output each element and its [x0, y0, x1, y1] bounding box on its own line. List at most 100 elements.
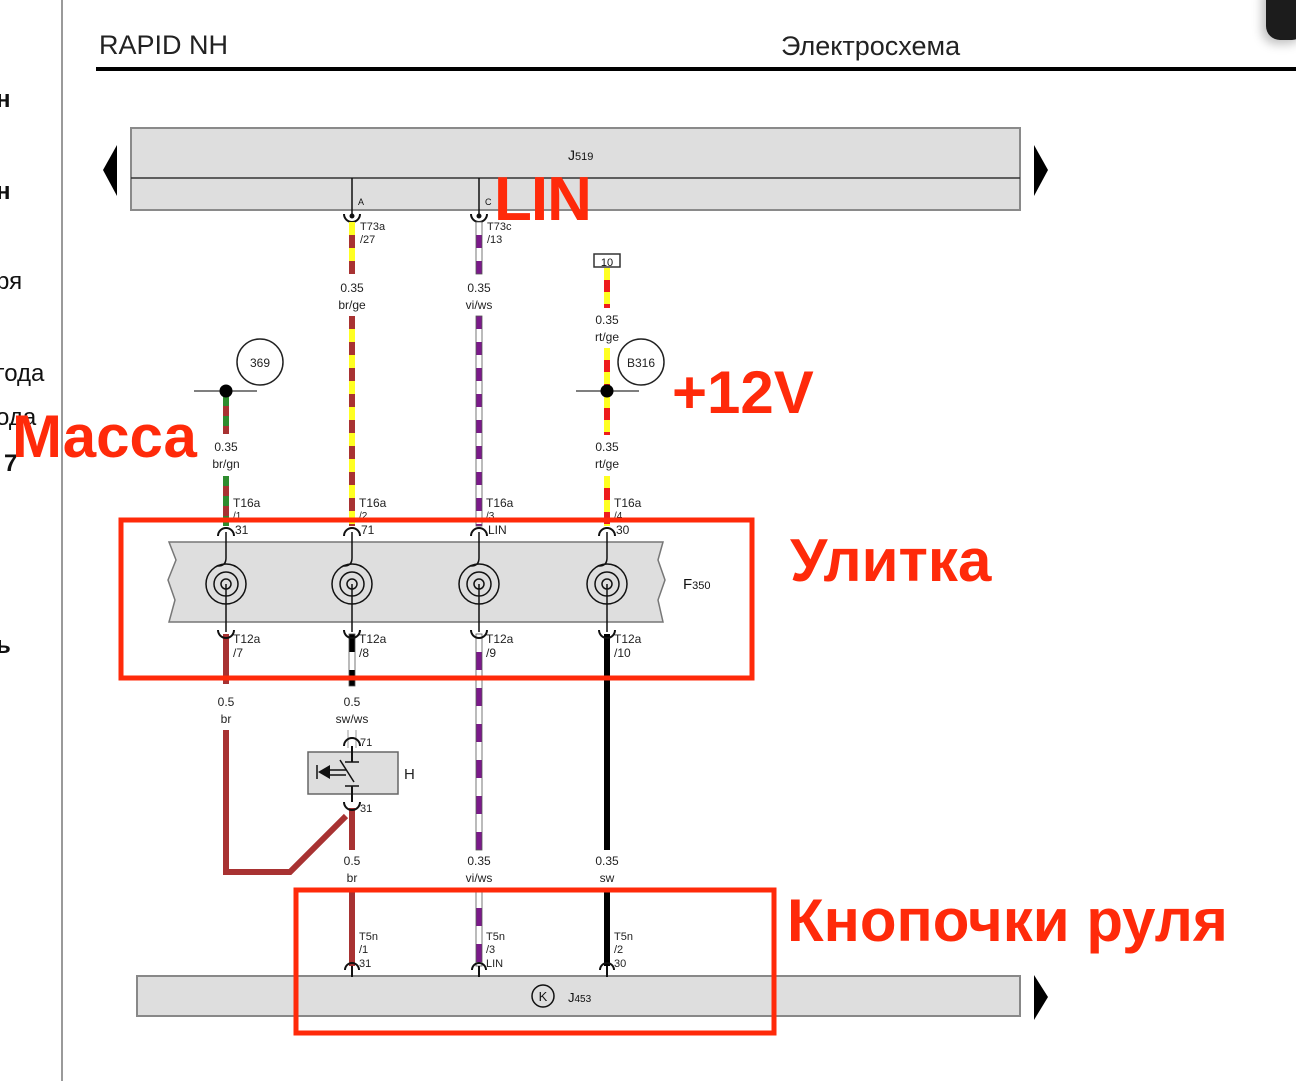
svg-text:0.35: 0.35 — [595, 313, 619, 327]
wire-br-horn — [349, 808, 355, 850]
connector-cap — [343, 527, 361, 537]
pin-number-label: /10 — [614, 646, 631, 660]
highlight-box-wheel-buttons — [293, 887, 777, 1036]
f350-pin-labels: T16a/131T16a/271T16a/3LINT16a/430T12a/7T… — [233, 496, 642, 660]
connector-cap — [344, 962, 360, 971]
svg-text:0.35: 0.35 — [467, 281, 491, 295]
svg-text:br/gn: br/gn — [212, 457, 239, 471]
horn-switch-label: H — [404, 766, 415, 783]
wire-rt-ge-fuse — [604, 268, 610, 308]
j519-letter: J — [568, 147, 575, 163]
wire-label-br-mid: 0.5 br — [218, 695, 235, 726]
f350-number: 350 — [692, 580, 710, 592]
sidebar-fragment: ь — [0, 632, 11, 660]
pin-connector-label: T12a — [486, 632, 514, 646]
wire-br-gn-top — [223, 396, 229, 434]
sidebar-fragment: ря — [0, 268, 23, 295]
j519-number: 519 — [575, 151, 593, 163]
svg-text:vi/ws: vi/ws — [466, 298, 493, 312]
svg-text:br: br — [221, 712, 232, 726]
pin-letter-a: A — [358, 197, 364, 207]
pin-number-label: /1 — [233, 511, 242, 522]
wire-label-vi-ws-low: 0.35 vi/ws — [466, 854, 493, 885]
svg-text:0.5: 0.5 — [344, 854, 361, 868]
wire-br-f350 — [223, 634, 229, 684]
sidebar-fragment: н — [0, 86, 11, 114]
pin-number-label: /3 — [486, 511, 495, 522]
svg-text:F350: F350 — [683, 576, 711, 593]
pin-letter-c: C — [485, 197, 492, 207]
pin-terminal-label: LIN — [486, 958, 503, 970]
pin-connector-label: T16a — [614, 496, 642, 510]
annotation-lin: LIN — [494, 165, 592, 234]
horn-switch-h: 71 31 H — [307, 730, 415, 815]
connector-cap — [217, 527, 235, 537]
svg-text:T73a: T73a — [360, 221, 386, 233]
pin-connector-label: T16a — [233, 496, 261, 510]
svg-text:sw: sw — [600, 871, 615, 885]
wire-label-br-low: 0.5 br — [344, 854, 361, 885]
svg-text:J453: J453 — [568, 990, 592, 1005]
wire-label-rt-ge-fuse: 0.35 rt/ge — [595, 313, 619, 344]
sidebar-fragment: н — [0, 178, 11, 206]
wire-br-j453 — [349, 890, 355, 966]
connector-cap — [470, 527, 488, 537]
connector-t73c: T73c /13 — [470, 213, 512, 246]
sidebar-fragment: ода — [0, 404, 37, 431]
wire-br-ge — [349, 316, 355, 526]
svg-text:0.35: 0.35 — [595, 854, 619, 868]
wire-br-ge-stub — [349, 222, 355, 274]
svg-text:0.5: 0.5 — [344, 695, 361, 709]
spiral-layer — [205, 527, 628, 639]
wire-label-vi-ws-top: 0.35 vi/ws — [466, 281, 493, 312]
annotation-plus12v: +12V — [672, 359, 814, 426]
ground-point-369: 369 — [194, 338, 284, 398]
wire-label-sw-low: 0.35 sw — [595, 854, 619, 885]
pin-connector-label: T16a — [486, 496, 514, 510]
svg-text:0.35: 0.35 — [595, 440, 619, 454]
pin-number-label: /4 — [614, 511, 623, 522]
pin-connector-label: T12a — [359, 632, 387, 646]
svg-text:71: 71 — [360, 737, 372, 749]
pin-number-label: /7 — [233, 646, 243, 660]
connector-cap — [471, 962, 487, 971]
pin-terminal-label: 30 — [616, 523, 630, 537]
svg-text:0.35: 0.35 — [340, 281, 364, 295]
connector-cap — [598, 527, 616, 537]
svg-text:369: 369 — [250, 356, 270, 370]
wire-label-sw-ws: 0.5 sw/ws — [336, 695, 369, 726]
j453-number: 453 — [575, 994, 592, 1005]
svg-text:vi/ws: vi/ws — [466, 871, 493, 885]
sidebar-fragment: 7 — [4, 450, 18, 477]
connector-cap — [599, 962, 615, 971]
svg-text:0.35: 0.35 — [214, 440, 238, 454]
annotation-clock-spring: Улитка — [790, 527, 992, 594]
actuator-arrow-icon — [318, 765, 330, 779]
connector-cap — [470, 629, 488, 639]
pin-terminal-label: 71 — [361, 523, 375, 537]
module-j519: J519 — [130, 127, 1021, 211]
wire-sw-j453 — [604, 890, 610, 966]
overlay-button[interactable] — [1266, 0, 1296, 40]
pin-connector-label: T16a — [359, 496, 387, 510]
svg-text:J519: J519 — [568, 147, 593, 163]
wire-label-rt-ge-supply: 0.35 rt/ge — [595, 440, 619, 471]
svg-text:31: 31 — [360, 803, 372, 815]
pin-connector-label: T5n — [614, 931, 633, 943]
pin-number-label: /1 — [359, 944, 368, 956]
arrow-right-icon[interactable] — [1034, 975, 1048, 1020]
svg-text:K: K — [539, 989, 548, 1004]
arrow-right-icon[interactable] — [1034, 145, 1048, 196]
annotation-wheel-buttons: Кнопочки руля — [787, 887, 1228, 954]
pin-number-label: /3 — [486, 944, 495, 956]
svg-text:rt/ge: rt/ge — [595, 457, 619, 471]
pin-number-label: /8 — [359, 646, 369, 660]
arrow-left-icon[interactable] — [103, 145, 117, 196]
supply-point-b316: B316 — [576, 338, 665, 398]
highlight-box-clock-spring — [118, 517, 755, 681]
wire-vi-ws — [475, 315, 483, 527]
svg-text:sw/ws: sw/ws — [336, 712, 369, 726]
left-sidebar-panel: н н ря года ода 7 ь — [0, 0, 63, 1081]
